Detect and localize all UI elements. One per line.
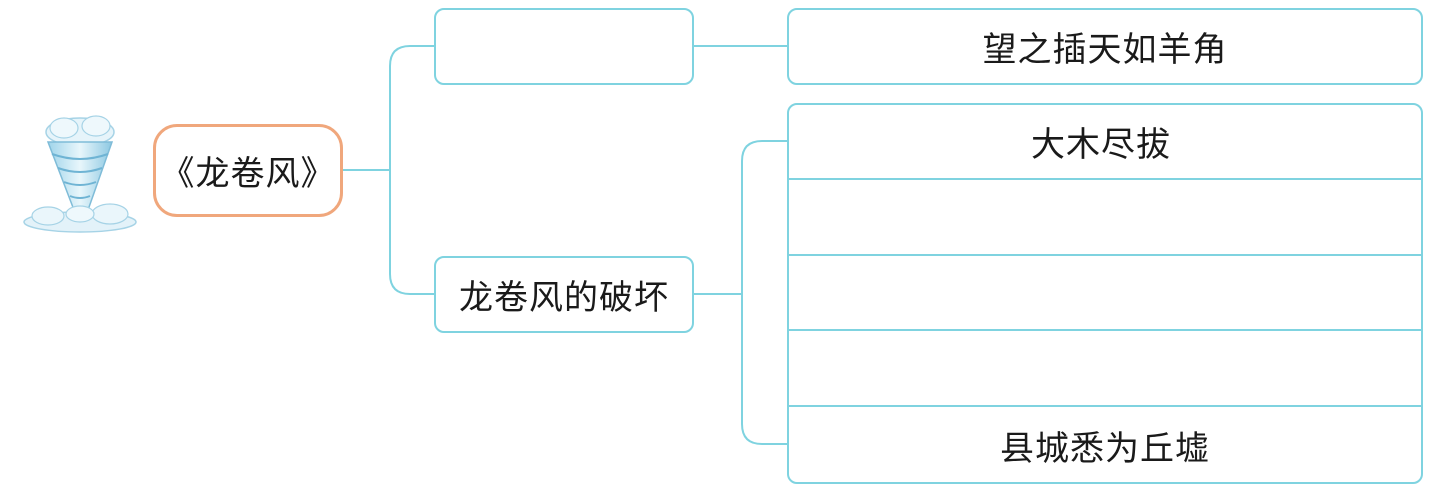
- connector-branch-2-bracket: [741, 140, 787, 445]
- leaf-row-blank: [789, 256, 1421, 332]
- tornado-icon: [23, 115, 137, 233]
- leaf-row-blank: [789, 331, 1421, 407]
- leaf-node: 望之插天如羊角: [787, 8, 1423, 85]
- leaf-label: 望之插天如羊角: [982, 30, 1228, 70]
- leaf-stack: 大木尽拔 县城悉为丘墟: [787, 103, 1423, 484]
- branch-node-appearance: [434, 8, 694, 85]
- branch-node-destruction: 龙卷风的破坏: [434, 256, 694, 333]
- leaf-label: 大木尽拔: [1031, 125, 1171, 166]
- leaf-row-blank: [789, 180, 1421, 256]
- leaf-row: 大木尽拔: [789, 105, 1421, 181]
- root-label: 《龙卷风》: [160, 154, 336, 194]
- connector-trunk: [389, 45, 434, 295]
- root-node: 《龙卷风》: [153, 124, 343, 217]
- branch-label: 龙卷风的破坏: [459, 278, 669, 318]
- leaf-row: 县城悉为丘墟: [789, 407, 1421, 482]
- leaf-label: 县城悉为丘墟: [1000, 428, 1210, 469]
